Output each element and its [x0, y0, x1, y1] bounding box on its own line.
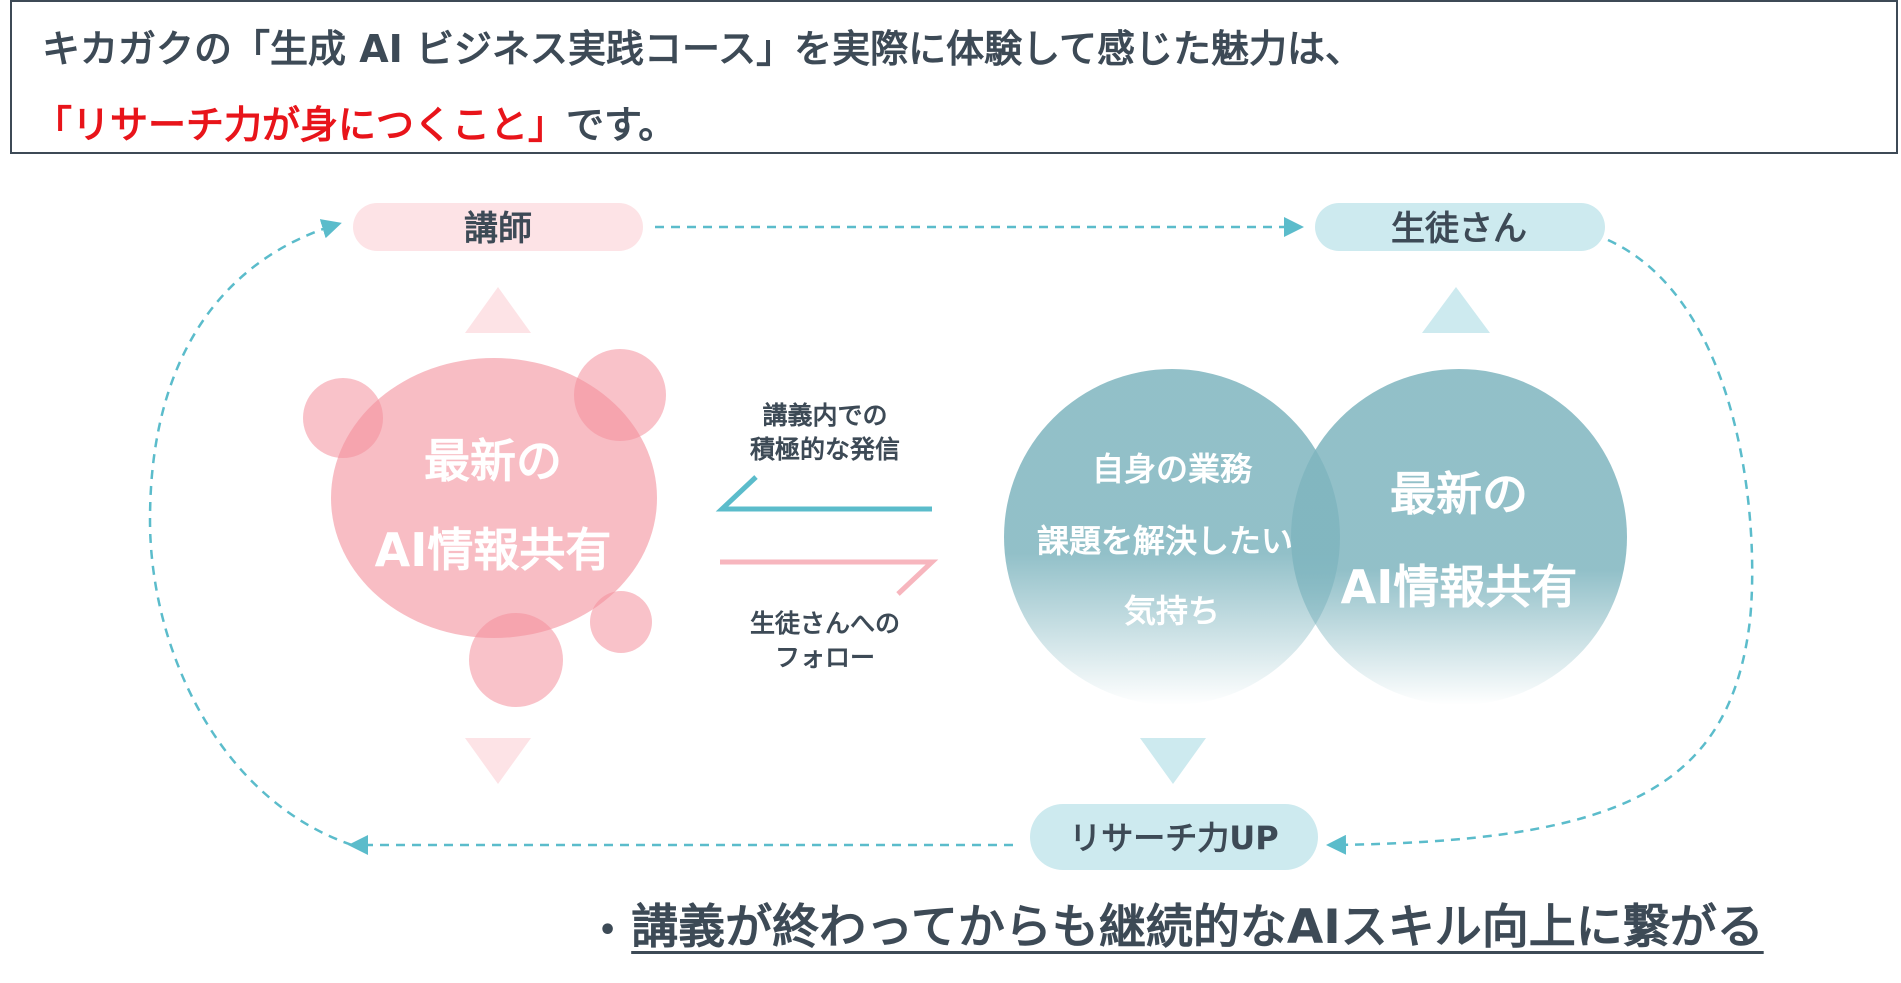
bottom-half-arrow [720, 559, 939, 596]
bottom-arrow-caption-line1: 生徒さんへの [750, 609, 900, 638]
left-bubble-cluster: 最新の AI情報共有 [303, 349, 666, 707]
left-up-triangle [465, 287, 531, 333]
right-right-circle-line1: 最新の [1390, 467, 1528, 521]
right-right-circle-line2: AI情報共有 [1341, 560, 1578, 614]
footer-text: 講義が終わってからも継続的なAIスキル向上に繋がる [631, 900, 1764, 955]
exchange-arrows: 講義内での 積極的な発信 生徒さんへの フォロー [715, 401, 939, 672]
title-box: キカガクの「生成 AI ビジネス実践コース」を実際に体験して感じた魅力は、 「リ… [10, 0, 1898, 154]
title-line2-rest: です。 [566, 103, 677, 147]
research-label: リサーチ力UP [1069, 819, 1278, 857]
student-pill: 生徒さん [1315, 203, 1605, 251]
right-left-circle-line1: 自身の業務 [1092, 450, 1253, 488]
research-pill: リサーチ力UP [1030, 804, 1318, 870]
left-dashed-arc [148, 219, 353, 847]
right-up-triangle [1422, 287, 1490, 333]
left-bubble-line1: 最新の [424, 434, 562, 488]
title-highlight: 「リサーチ力が身につくこと」 [34, 103, 567, 147]
right-left-circle-line3: 気持ち [1124, 592, 1220, 630]
title-line2: 「リサーチ力が身につくこと」です。 [34, 94, 676, 149]
left-bubble-line2: AI情報共有 [375, 523, 612, 577]
right-venn: 自身の業務 課題を解決したい 気持ち 最新の AI情報共有 [1004, 369, 1627, 705]
center-down-triangle [1140, 738, 1206, 784]
cycle-dashed-lines [148, 217, 1754, 855]
student-label: 生徒さん [1391, 209, 1527, 249]
top-arrow-caption-line1: 講義内での [762, 401, 887, 430]
teacher-pill: 講師 [353, 203, 643, 251]
teacher-label: 講師 [464, 209, 532, 249]
title-line1: キカガクの「生成 AI ビジネス実践コース」を実際に体験して感じた魅力は、 [42, 27, 1363, 71]
footer-bullet: • [598, 913, 618, 948]
top-arrow-caption-line2: 積極的な発信 [750, 435, 900, 464]
top-half-arrow [715, 475, 932, 512]
right-left-circle-line2: 課題を解決したい [1037, 522, 1293, 560]
bottom-arrow-caption-line2: フォロー [775, 643, 875, 672]
right-dashed-arc [1326, 238, 1754, 855]
footer-summary: • 講義が終わってからも継続的なAIスキル向上に繋がる [598, 888, 1764, 957]
left-down-triangle [465, 738, 531, 784]
